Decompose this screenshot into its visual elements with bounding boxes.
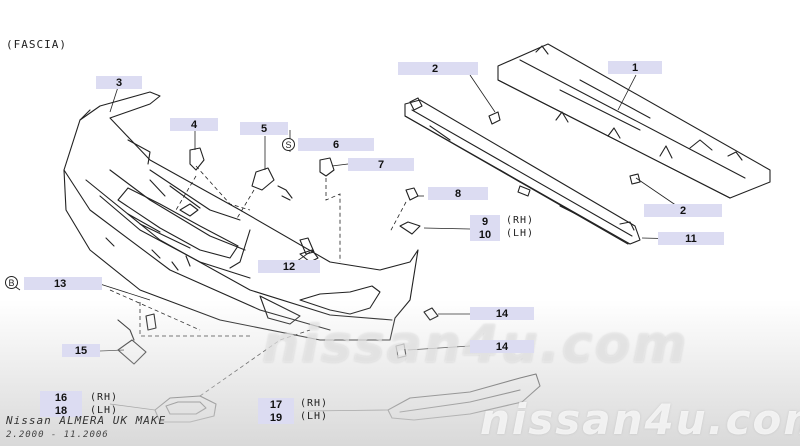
callout-part-7[interactable]: 7 [348, 158, 414, 171]
callout-part-2-upper[interactable]: 2 [398, 62, 478, 75]
moulding-strip [387, 373, 541, 421]
section-label: (FASCIA) [6, 38, 67, 51]
callout-part-12[interactable]: 12 [258, 260, 320, 273]
side-label-lh-18: (LH) [90, 405, 119, 416]
callout-part-4[interactable]: 4 [170, 118, 218, 131]
footer-model-title: Nissan ALMERA UK MAKE [6, 414, 167, 427]
callout-part-3[interactable]: 3 [96, 76, 142, 89]
callout-part-10[interactable]: 10 [470, 228, 500, 241]
callout-part-17[interactable]: 17 [258, 398, 294, 411]
upper-reinforcement [497, 43, 771, 199]
callout-part-9[interactable]: 9 [470, 215, 500, 228]
callout-part-14-upper[interactable]: 14 [470, 307, 534, 320]
callout-part-14-lower[interactable]: 14 [470, 340, 534, 353]
callout-part-1[interactable]: 1 [608, 61, 662, 74]
callout-part-5[interactable]: 5 [240, 122, 288, 135]
callout-part-19[interactable]: 19 [258, 411, 294, 424]
callout-part-18[interactable]: 18 [40, 404, 82, 417]
callout-part-16[interactable]: 16 [40, 391, 82, 404]
side-label-lh-19: (LH) [300, 411, 329, 422]
callout-part-11[interactable]: 11 [658, 232, 724, 245]
footer-production-date: 2.2000 - 11.2006 [6, 430, 109, 440]
marker-b: B [5, 276, 18, 289]
callout-part-6[interactable]: 6 [298, 138, 374, 151]
callout-part-2-lower[interactable]: 2 [644, 204, 722, 217]
callout-part-15[interactable]: 15 [62, 344, 100, 357]
side-label-rh-9: (RH) [506, 215, 535, 226]
fasteners [117, 97, 641, 365]
side-label-rh-16: (RH) [90, 392, 119, 403]
side-label-rh-17: (RH) [300, 398, 329, 409]
side-label-lh-10: (LH) [506, 228, 535, 239]
callout-part-13[interactable]: 13 [24, 277, 102, 290]
marker-s: S [282, 138, 295, 151]
bumper-beam [404, 99, 641, 245]
callout-part-8[interactable]: 8 [428, 187, 488, 200]
